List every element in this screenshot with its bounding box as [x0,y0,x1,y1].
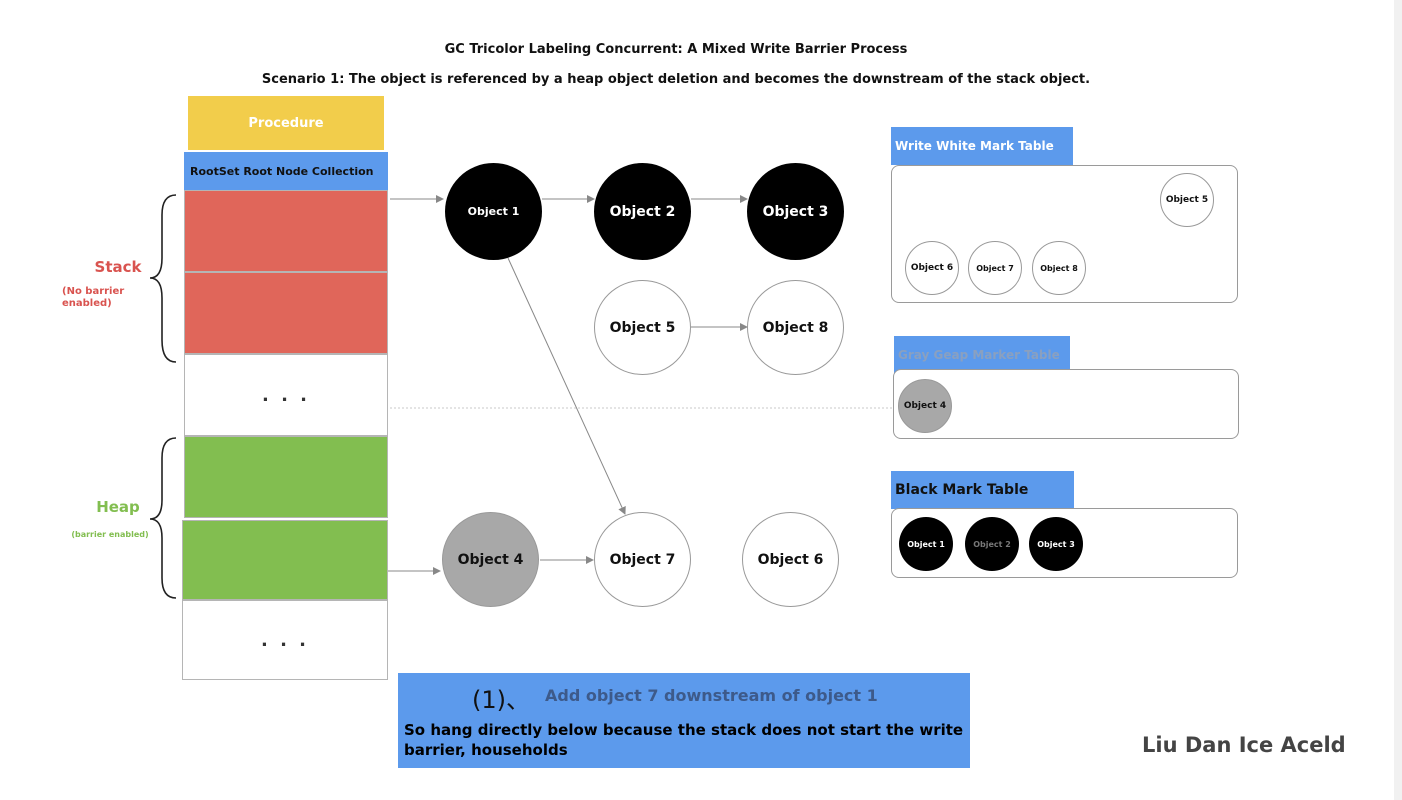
heap-block-1 [184,436,388,518]
step-body: So hang directly below because the stack… [404,721,964,759]
heap-brace [149,437,177,599]
procedure-header: Procedure [188,96,384,150]
rootset-header: RootSet Root Node Collection [184,152,388,190]
author-credit: Liu Dan Ice Aceld [1142,733,1346,757]
object-4-node: Object 4 [442,512,539,607]
gray-table-object-4: Object 4 [898,379,952,433]
stack-brace [149,194,177,363]
heap-label: Heap [96,498,140,516]
object-8-node: Object 8 [747,280,844,375]
diagram-title: GC Tricolor Labeling Concurrent: A Mixed… [444,42,908,57]
object-3-node: Object 3 [747,163,844,260]
object-6-node: Object 6 [742,512,839,607]
arrow-object1-to-object7 [507,257,626,515]
white-table-title: Write White Mark Table [891,127,1073,165]
black-table-object-2: Object 2 [965,517,1019,571]
white-table-object-6: Object 6 [905,241,959,295]
white-table-object-5: Object 5 [1160,173,1214,227]
stack-label: Stack [94,258,142,276]
step-description-box [398,673,970,768]
heap-block-2 [182,520,388,600]
window-edge [1394,0,1402,800]
diagram-subtitle: Scenario 1: The object is referenced by … [261,72,1091,87]
step-heading: Add object 7 downstream of object 1 [545,686,878,705]
stack-note: (No barrier enabled) [62,286,125,309]
black-table-object-1: Object 1 [899,517,953,571]
stack-ellipsis: . . . [184,354,388,436]
black-table-title: Black Mark Table [891,471,1074,509]
object-7-node: Object 7 [594,512,691,607]
white-table-object-8: Object 8 [1032,241,1086,295]
heap-note: (barrier enabled) [71,530,149,539]
white-table-object-7: Object 7 [968,241,1022,295]
black-table-object-3: Object 3 [1029,517,1083,571]
object-5-node: Object 5 [594,280,691,375]
gray-table-title: Gray Geap Marker Table [894,336,1070,374]
stack-frame-1 [184,190,388,272]
heap-ellipsis: . . . [182,600,388,680]
object-2-node: Object 2 [594,163,691,260]
object-1-node: Object 1 [445,163,542,260]
stack-frame-2 [184,272,388,354]
step-number: (1)、 [472,686,530,714]
